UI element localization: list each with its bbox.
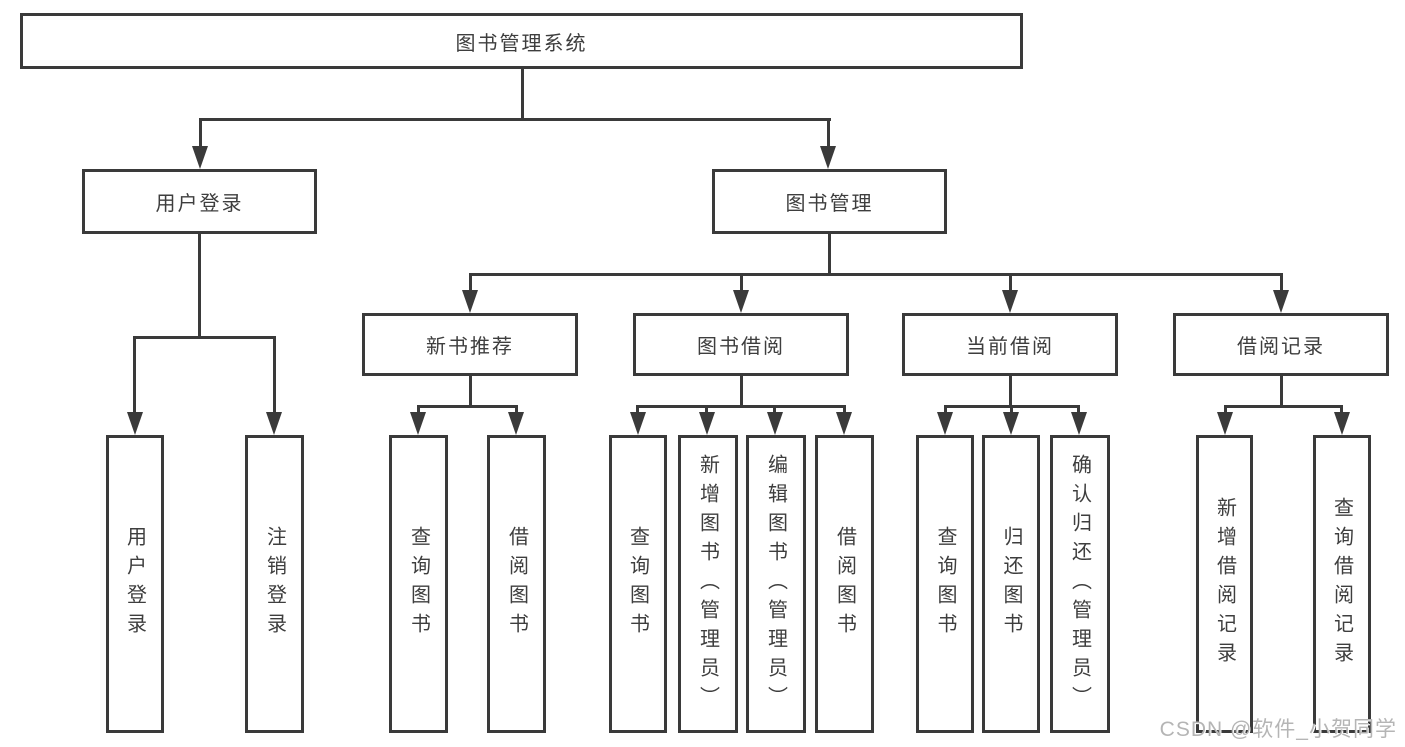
leaf-logout: 注销登录 <box>245 435 304 733</box>
arrowhead-down-icon <box>698 412 715 435</box>
leaf-borrow-books-recommend-label: 借阅图书 <box>505 526 528 642</box>
leaf-edit-books-admin-label: 编辑图书（管理员） <box>764 453 787 715</box>
leaf-return-books: 归还图书 <box>982 435 1040 733</box>
connector-line <box>416 405 518 408</box>
node-book-borrowing-label: 图书借阅 <box>697 336 785 358</box>
connector-line <box>1223 405 1343 408</box>
leaf-add-books-admin-label: 新增图书（管理员） <box>696 453 719 715</box>
leaf-borrow-books-recommend: 借阅图书 <box>487 435 546 733</box>
leaf-add-borrow-record: 新增借阅记录 <box>1196 435 1253 733</box>
connector-line <box>636 405 846 408</box>
leaf-query-books-current-label: 查询图书 <box>934 526 956 642</box>
leaf-edit-books-admin: 编辑图书（管理员） <box>745 435 806 733</box>
leaf-confirm-return-admin: 确认归还（管理员） <box>1049 435 1110 733</box>
arrow-shaft <box>198 118 202 155</box>
arrowhead-down-icon <box>733 290 749 313</box>
node-book-management-label: 图书管理 <box>785 193 874 215</box>
node-new-book-recommendation-label: 新书推荐 <box>426 336 514 358</box>
leaf-query-books-recommend-label: 查询图书 <box>407 526 430 642</box>
leaf-query-books-current: 查询图书 <box>916 435 974 733</box>
connector-line <box>828 232 831 274</box>
leaf-confirm-return-admin-label: 确认归还（管理员） <box>1068 453 1091 715</box>
node-book-borrowing: 图书借阅 <box>633 313 849 376</box>
leaf-query-books-recommend: 查询图书 <box>389 435 448 733</box>
connector-line <box>1008 374 1012 406</box>
arrowhead-down-icon <box>1070 412 1087 435</box>
node-root-label: 图书管理系统 <box>455 32 588 55</box>
leaf-borrow-books: 借阅图书 <box>815 435 874 733</box>
arrowhead-down-icon <box>1273 290 1289 313</box>
arrowhead-down-icon <box>766 412 783 435</box>
arrowhead-down-icon <box>508 412 524 435</box>
leaf-user-login: 用户登录 <box>105 435 164 733</box>
connector-line <box>468 273 1283 276</box>
arrow-shaft <box>826 118 830 155</box>
connector-line <box>468 374 472 406</box>
leaf-query-borrow-record: 查询借阅记录 <box>1312 435 1371 733</box>
connector-line <box>133 336 276 339</box>
arrowhead-down-icon <box>192 146 208 169</box>
node-current-borrowing: 当前借阅 <box>902 313 1118 376</box>
leaf-borrow-books-label: 借阅图书 <box>833 526 856 642</box>
node-new-book-recommendation: 新书推荐 <box>362 313 578 376</box>
node-book-management: 图书管理 <box>712 169 947 234</box>
arrow-shaft <box>468 273 472 299</box>
arrowhead-down-icon <box>1002 290 1018 313</box>
arrowhead-down-icon <box>1217 412 1233 435</box>
node-borrowing-records-label: 借阅记录 <box>1237 336 1325 358</box>
arrowhead-down-icon <box>266 412 282 435</box>
leaf-query-borrow-record-label: 查询借阅记录 <box>1330 497 1353 671</box>
connector-line <box>198 118 831 121</box>
connector-line <box>739 374 743 406</box>
arrowhead-down-icon <box>820 146 836 169</box>
node-user-login: 用户登录 <box>82 169 317 234</box>
node-current-borrowing-label: 当前借阅 <box>966 336 1054 358</box>
node-user-login-label: 用户登录 <box>155 193 244 215</box>
connector-line <box>1279 374 1283 406</box>
arrow-shaft <box>739 273 743 299</box>
arrowhead-down-icon <box>629 412 646 435</box>
leaf-logout-label: 注销登录 <box>263 526 286 642</box>
arrow-shaft <box>272 336 276 421</box>
arrowhead-down-icon <box>410 412 426 435</box>
arrow-shaft <box>133 336 136 421</box>
leaf-user-login-label: 用户登录 <box>123 526 146 642</box>
leaf-add-borrow-record-label: 新增借阅记录 <box>1213 497 1236 671</box>
leaf-return-books-label: 归还图书 <box>1000 526 1022 642</box>
arrowhead-down-icon <box>126 412 143 435</box>
arrow-shaft <box>1279 273 1283 299</box>
arrowhead-down-icon <box>1333 412 1350 435</box>
leaf-add-books-admin: 新增图书（管理员） <box>677 435 738 733</box>
csdn-watermark: CSDN @软件_小贺同学 <box>1159 718 1397 741</box>
arrowhead-down-icon <box>462 290 478 313</box>
arrowhead-down-icon <box>937 412 953 435</box>
node-root: 图书管理系统 <box>20 13 1023 69</box>
connector-line <box>198 232 201 337</box>
node-borrowing-records: 借阅记录 <box>1173 313 1389 376</box>
leaf-query-books-borrow-label: 查询图书 <box>626 526 649 642</box>
connector-line <box>520 66 524 118</box>
arrowhead-down-icon <box>836 412 852 435</box>
arrowhead-down-icon <box>1003 412 1019 435</box>
leaf-query-books-borrow: 查询图书 <box>608 435 667 733</box>
arrow-shaft <box>1008 273 1012 299</box>
